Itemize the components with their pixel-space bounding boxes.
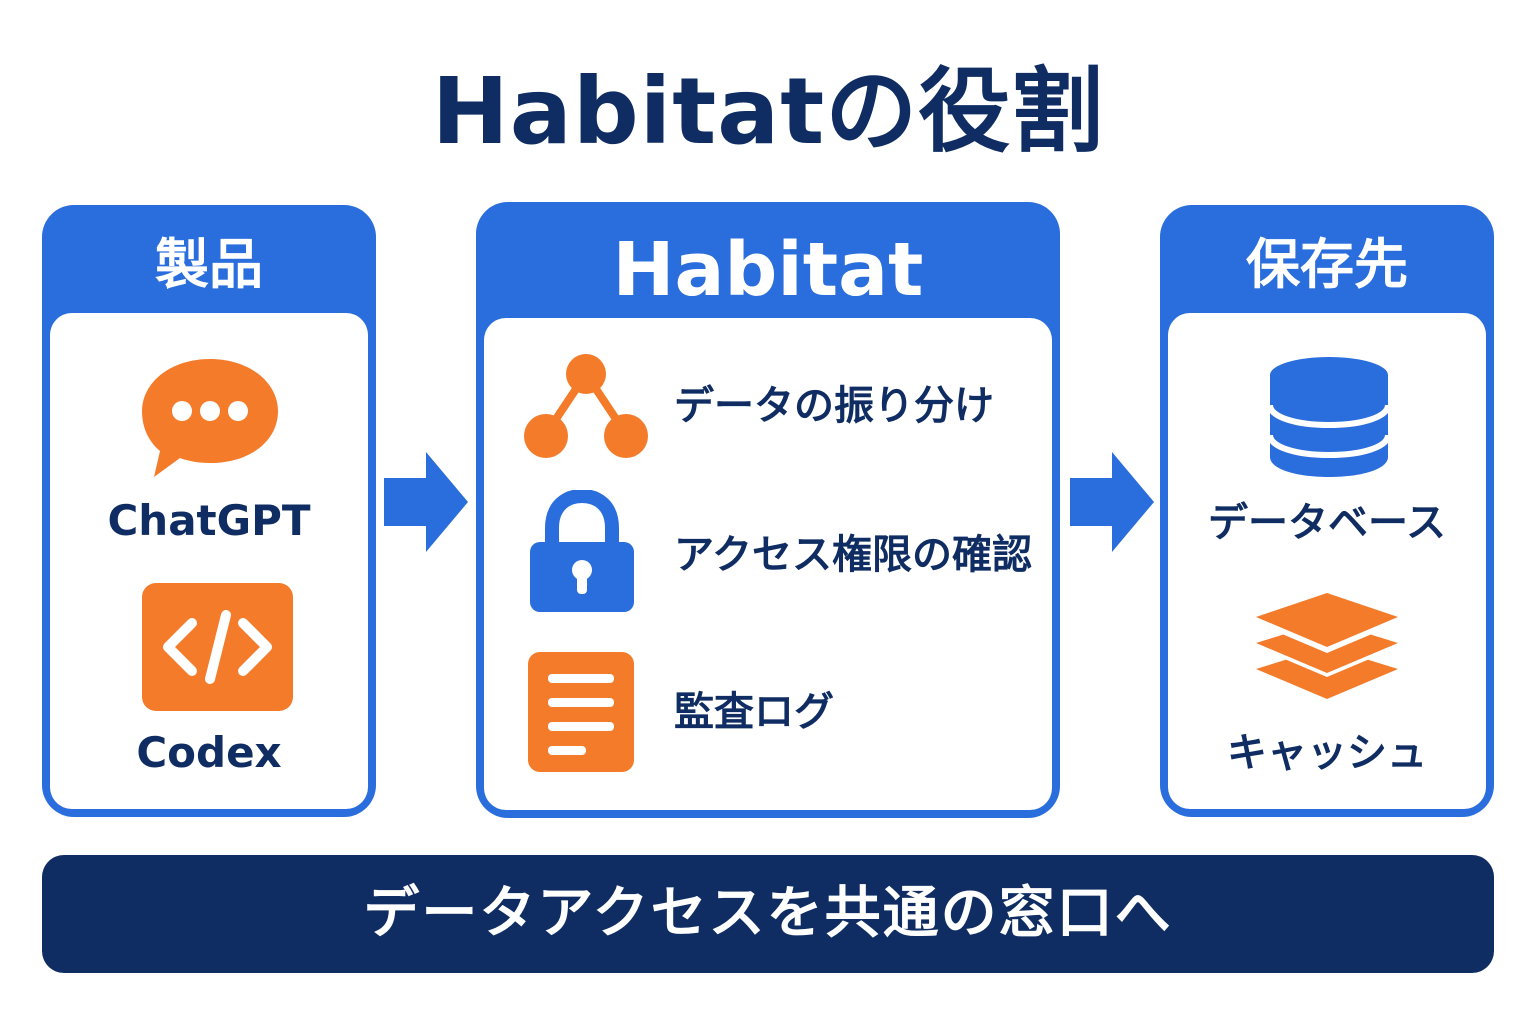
storage-panel-title: 保存先 xyxy=(1246,233,1408,296)
layers-icon xyxy=(1254,591,1400,701)
access-check-label: アクセス権限の確認 xyxy=(674,532,1032,578)
chat-bubble-icon xyxy=(138,355,283,481)
cache-label: キャッシュ xyxy=(1227,730,1427,776)
products-panel-title: 製品 xyxy=(155,233,263,296)
storage-panel: 保存先 データベース キャッシュ xyxy=(1160,205,1494,817)
products-panel: 製品 ChatGPT Codex xyxy=(42,205,376,817)
products-panel-body: ChatGPT Codex xyxy=(50,313,368,809)
routing-label: データの振り分け xyxy=(674,383,994,429)
lock-icon xyxy=(528,490,636,614)
habitat-panel-body: データの振り分け アクセス権限の確認 監査ログ xyxy=(484,318,1052,810)
database-icon xyxy=(1268,355,1390,479)
arrow-right-icon xyxy=(382,450,470,554)
storage-panel-body: データベース キャッシュ xyxy=(1168,313,1486,809)
banner-text: データアクセスを共通の窓口へ xyxy=(363,881,1173,946)
document-icon xyxy=(526,650,636,774)
habitat-panel-title: Habitat xyxy=(612,227,924,313)
audit-log-label: 監査ログ xyxy=(674,689,834,735)
branch-icon xyxy=(522,352,650,460)
page-title: Habitatの役割 xyxy=(431,58,1105,165)
chatgpt-label: ChatGPT xyxy=(107,496,311,545)
bottom-banner: データアクセスを共通の窓口へ xyxy=(42,855,1494,973)
arrow-right-icon xyxy=(1068,450,1156,554)
code-icon xyxy=(140,581,295,713)
codex-label: Codex xyxy=(136,728,282,777)
database-label: データベース xyxy=(1208,500,1446,546)
habitat-panel: Habitat データの振り分け アクセス権限の確認 xyxy=(476,202,1060,818)
